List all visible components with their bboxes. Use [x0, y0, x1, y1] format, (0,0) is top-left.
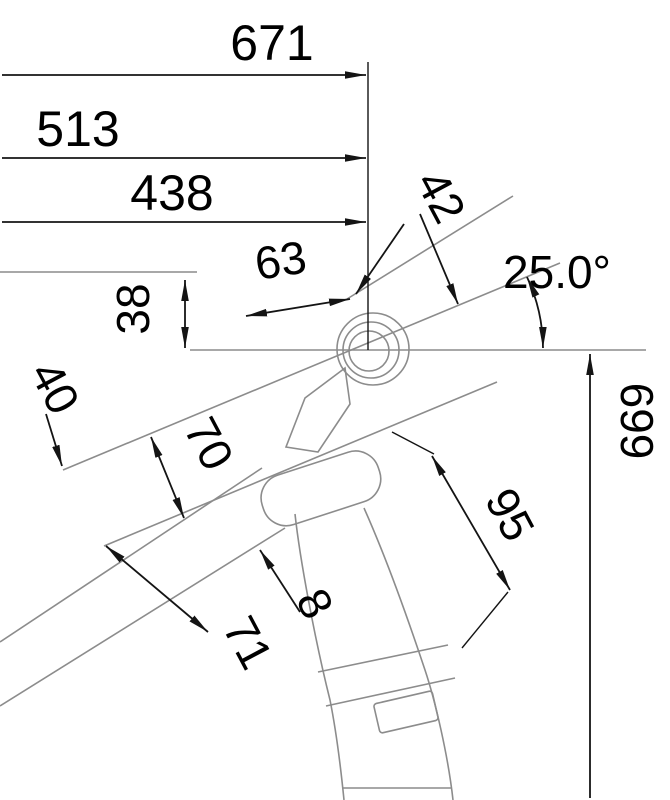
part-band-upper — [317, 644, 449, 673]
extension-lines — [367, 62, 509, 649]
extension-line-95-bottom — [461, 591, 509, 649]
handle-line-upper — [0, 467, 263, 643]
dim-line-71 — [105, 545, 209, 633]
dim-label-40: 40 — [20, 353, 90, 423]
dim-line-95 — [431, 455, 511, 591]
dimension-labels: 671 513 438 42 25.0° 63 38 40 70 699 95 … — [20, 15, 663, 677]
part-body-right-edge — [363, 507, 454, 800]
dim-label-671: 671 — [230, 15, 313, 71]
angle-arc-25deg — [526, 276, 547, 349]
concentric-circle-outer — [336, 312, 410, 386]
part-collar — [260, 450, 382, 527]
dim-leader-42-a — [419, 213, 459, 305]
dim-label-95: 95 — [475, 480, 545, 550]
dim-label-63: 63 — [251, 231, 310, 290]
dimension-lines — [2, 71, 594, 798]
angle-label: 25.0° — [503, 246, 611, 298]
dim-leader-42-b — [355, 223, 405, 295]
axis-line-25deg — [62, 262, 561, 471]
part-geometry — [0, 195, 646, 800]
dim-label-513: 513 — [36, 101, 119, 157]
dim-label-71: 71 — [213, 608, 283, 678]
dim-label-8: 8 — [286, 580, 344, 627]
part-detail-rect — [373, 690, 439, 734]
blade-line-lower — [103, 381, 498, 547]
dim-line-63 — [245, 298, 351, 317]
dim-label-42: 42 — [406, 162, 476, 232]
concentric-circle-middle — [342, 321, 400, 379]
dim-leader-40 — [45, 413, 63, 467]
dim-label-38: 38 — [107, 283, 159, 334]
part-band-lower — [325, 677, 456, 707]
dim-label-438: 438 — [130, 165, 213, 221]
extension-line-95-top — [391, 431, 435, 455]
dim-line-70 — [150, 436, 185, 519]
dim-label-699: 699 — [611, 383, 663, 460]
dim-leader-8 — [259, 549, 301, 613]
part-neck — [284, 366, 351, 453]
extension-line-steep — [346, 195, 514, 300]
part-body-left-edge — [294, 513, 345, 800]
